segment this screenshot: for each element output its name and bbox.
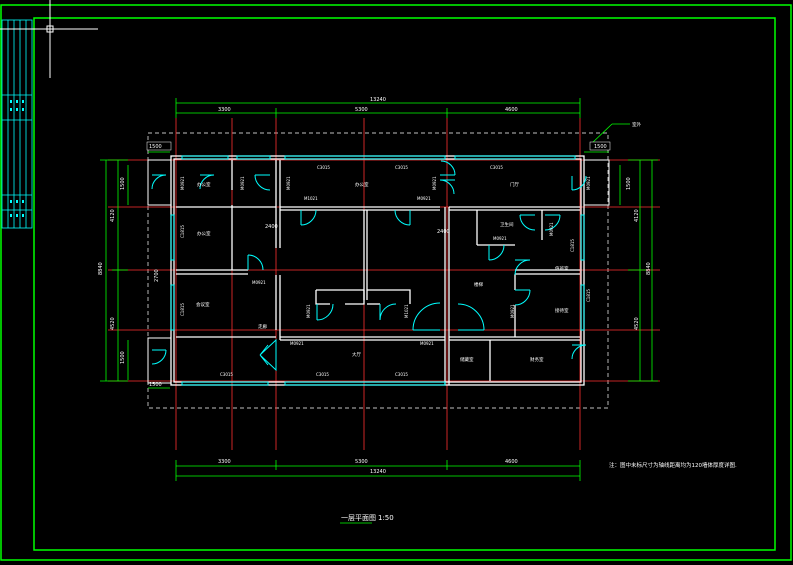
dim-mid-top-right: 2400 bbox=[437, 229, 450, 235]
doors bbox=[151, 160, 587, 372]
room-label-13: 办公室 bbox=[197, 181, 211, 188]
window-label-bottom-3: C3015 bbox=[395, 372, 408, 377]
window-label-left-2: C1815 bbox=[180, 303, 185, 316]
room-label-8: 楼梯 bbox=[474, 281, 483, 288]
door-label-11: M0921 bbox=[420, 341, 434, 346]
dim-right-lower: 4520 bbox=[634, 317, 640, 330]
dim-top-seg-1: 3300 bbox=[218, 107, 231, 113]
dim-left-small-bottom: 1500 bbox=[120, 351, 126, 364]
door-label-7: M0921 bbox=[252, 280, 266, 285]
door-label-13: M0921 bbox=[549, 222, 554, 236]
window-label-bottom-2: C3015 bbox=[316, 372, 329, 377]
cursor-crosshair bbox=[0, 0, 98, 78]
dim-left-overall: 8840 bbox=[98, 262, 104, 275]
dim-bottom-seg-3: 4600 bbox=[505, 459, 518, 465]
outer-frame bbox=[0, 4, 792, 561]
door-label-3: M0921 bbox=[286, 176, 291, 190]
room-label-9: 接待室 bbox=[555, 307, 569, 314]
dim-label-box-right bbox=[589, 141, 611, 151]
door-label-14: M0921 bbox=[510, 304, 515, 318]
dim-bottom-seg-2: 5300 bbox=[355, 459, 368, 465]
drawing-note: 注：图中未标尺寸为轴线距离均为120墙体厚度详图. bbox=[609, 461, 737, 469]
door-label-2: M0921 bbox=[240, 176, 245, 190]
room-label-7: 大厅 bbox=[352, 351, 361, 358]
dim-overall-bottom: 13240 bbox=[370, 469, 386, 475]
door-label-5: M0921 bbox=[417, 196, 431, 201]
door-label-6: M0921 bbox=[432, 176, 437, 190]
title-block-marks bbox=[10, 100, 24, 217]
dim-right-upper: 4120 bbox=[634, 209, 640, 222]
dim-top-seg-3: 4600 bbox=[505, 107, 518, 113]
windows bbox=[170, 155, 585, 386]
window-label-left-1: C1815 bbox=[180, 225, 185, 238]
room-label-12: 门厅 bbox=[510, 181, 519, 188]
room-label-3: 会议室 bbox=[196, 301, 210, 308]
walls bbox=[170, 155, 585, 386]
window-label-bottom-1: C3015 bbox=[220, 372, 233, 377]
room-label-10: 储藏室 bbox=[460, 356, 474, 363]
door-label-15: M0921 bbox=[586, 176, 591, 190]
dim-top-seg-2: 5300 bbox=[355, 107, 368, 113]
door-label-8: M0921 bbox=[306, 304, 311, 318]
room-label-6: 值班室 bbox=[555, 265, 569, 272]
dim-left-lower: 4520 bbox=[110, 317, 116, 330]
drawing-scale: 1:50 bbox=[378, 514, 394, 522]
dim-mid-left: 2700 bbox=[154, 269, 160, 282]
door-label-9: M1021 bbox=[404, 304, 409, 318]
room-label-4: 办公室 bbox=[355, 181, 369, 188]
door-label-4: M1021 bbox=[304, 196, 318, 201]
dim-bottom-seg-1: 3300 bbox=[218, 459, 231, 465]
inner-frame bbox=[33, 17, 776, 551]
door-label-1: M0921 bbox=[180, 176, 185, 190]
axis-lines bbox=[108, 118, 660, 450]
window-label-top-3: C3015 bbox=[490, 165, 503, 170]
dim-overall-top: 13240 bbox=[370, 97, 386, 103]
window-label-top-1: C3015 bbox=[317, 165, 330, 170]
dim-bottom-left-small: 1500 bbox=[149, 382, 162, 388]
overhang-outline bbox=[147, 132, 609, 409]
drawing-title: 一层平面图 bbox=[341, 514, 376, 522]
dim-top-right-small: 1500 bbox=[594, 144, 607, 150]
entry-porches bbox=[147, 159, 610, 384]
room-label-2: 走廊 bbox=[258, 323, 267, 330]
dim-left-upper: 4120 bbox=[110, 209, 116, 222]
outside-label: 室外 bbox=[632, 121, 641, 128]
door-label-12: M0921 bbox=[493, 236, 507, 241]
window-label-top-2: C3015 bbox=[395, 165, 408, 170]
room-label-5: 卫生间 bbox=[500, 221, 514, 228]
dim-right-overall: 8840 bbox=[646, 262, 652, 275]
dim-right-small-top: 1500 bbox=[626, 177, 632, 190]
dim-mid-top-left: 2400 bbox=[265, 224, 278, 230]
dim-label-box bbox=[146, 141, 172, 151]
room-label-11: 财务室 bbox=[530, 356, 544, 363]
door-label-10: M0921 bbox=[290, 341, 304, 346]
dimension-lines bbox=[100, 98, 658, 524]
room-label-1: 办公室 bbox=[197, 230, 211, 237]
title-block-strip bbox=[1, 19, 33, 229]
window-label-right-2: C1815 bbox=[586, 289, 591, 302]
dim-top-left-small: 1500 bbox=[149, 144, 162, 150]
window-label-right-1: C1815 bbox=[570, 239, 575, 252]
dim-left-small-top: 1500 bbox=[120, 177, 126, 190]
